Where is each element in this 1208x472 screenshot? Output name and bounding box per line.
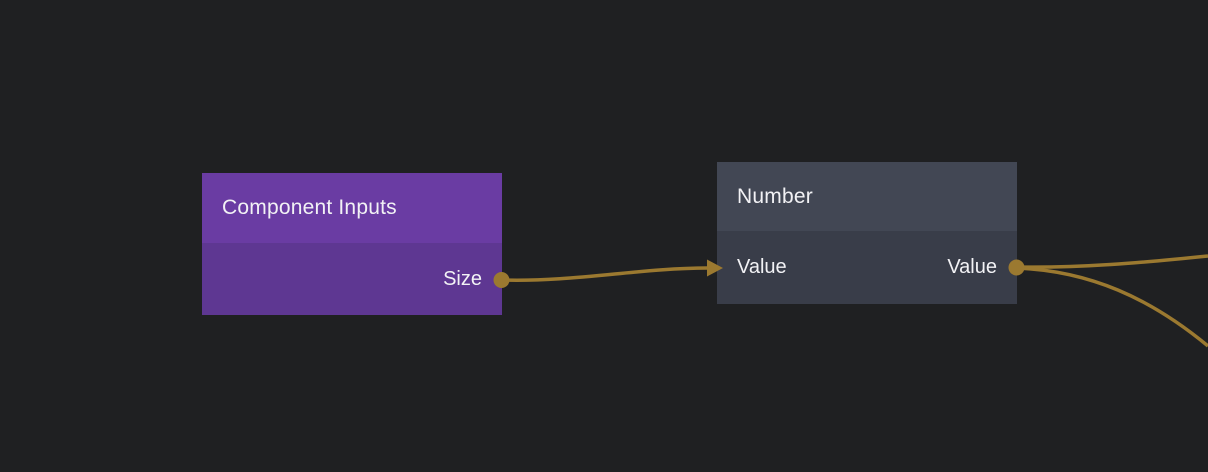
input-port-label-value: Value — [737, 256, 787, 278]
node-number-body: Value Value — [717, 231, 1017, 304]
wire-value-out-lower[interactable] — [1016, 266, 1208, 348]
node-number-header[interactable]: Number — [717, 162, 1017, 231]
output-port-label-size: Size — [443, 267, 482, 290]
node-title: Number — [737, 184, 813, 208]
node-title: Component Inputs — [222, 196, 397, 219]
output-port-label-value: Value — [947, 256, 997, 278]
node-number[interactable]: Number Value Value — [717, 162, 1017, 304]
node-component-inputs[interactable]: Component Inputs Size — [202, 173, 502, 315]
node-component-inputs-header[interactable]: Component Inputs — [202, 173, 502, 243]
wire-size-to-value[interactable] — [502, 266, 709, 282]
node-component-inputs-body: Size — [202, 243, 502, 315]
wire-value-out-upper[interactable] — [1016, 254, 1208, 269]
